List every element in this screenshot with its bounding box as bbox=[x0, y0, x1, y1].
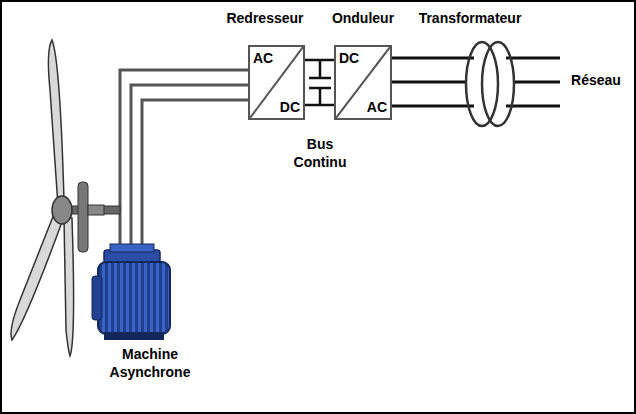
converter-text: AC bbox=[367, 99, 387, 115]
component-title: Transformateur bbox=[405, 10, 535, 28]
grid-lines bbox=[392, 58, 560, 106]
bus-label: Bus Continu bbox=[280, 136, 360, 171]
transformer-symbol bbox=[466, 42, 514, 126]
machine-label: Machine Asynchrone bbox=[90, 346, 210, 381]
induction-machine bbox=[92, 244, 170, 340]
converter-text: DC bbox=[280, 99, 300, 115]
component-title: Onduleur bbox=[318, 10, 408, 28]
grid-label: Réseau bbox=[562, 72, 630, 90]
component-title: Redresseur bbox=[210, 10, 320, 28]
dc-bus-line bbox=[305, 104, 334, 107]
cables bbox=[120, 70, 248, 250]
converter-box: AC DC bbox=[248, 45, 305, 120]
converter-text: DC bbox=[339, 50, 359, 66]
capacitor-symbol bbox=[309, 60, 331, 105]
dc-bus-line bbox=[305, 59, 334, 62]
converter-box: DC AC bbox=[334, 45, 392, 120]
converter-text: AC bbox=[253, 50, 273, 66]
